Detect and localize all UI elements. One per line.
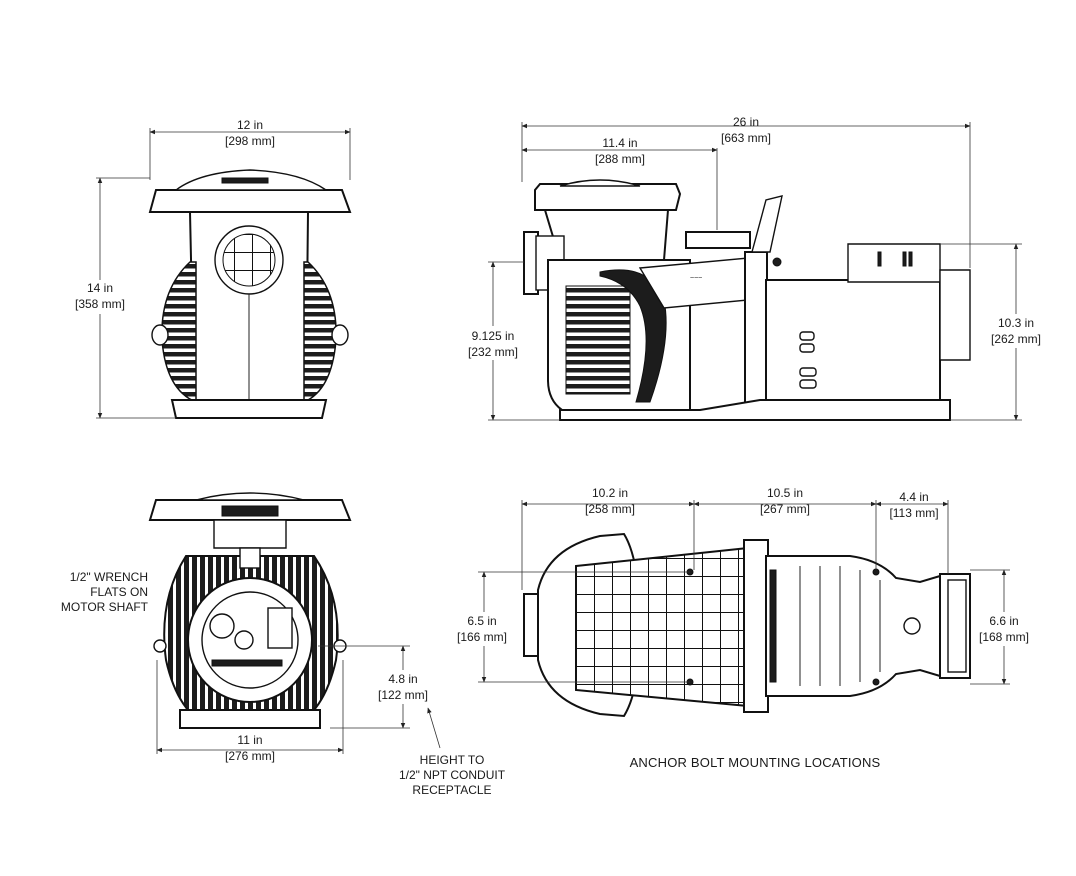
side-outlet-in: 11.4 in xyxy=(602,136,637,150)
bolt-spacing-1-in: 10.2 in xyxy=(592,486,628,500)
front-width-in: 12 in xyxy=(237,118,263,132)
end-offset-in: 4.4 in xyxy=(899,490,928,504)
right-width-mm: [168 mm] xyxy=(979,630,1029,644)
bolt-spacing-2-in: 10.5 in xyxy=(767,486,803,500)
front-view xyxy=(148,169,352,419)
bolt-spacing-1-mm: [258 mm] xyxy=(585,502,635,516)
bolt-spacing-2-mm: [267 mm] xyxy=(760,502,810,516)
end-offset-mm: [113 mm] xyxy=(889,506,938,520)
front-height-dimension: 14 in [358 mm] xyxy=(66,177,176,419)
front-height-in: 14 in xyxy=(87,281,113,295)
wrench-note-line-3: MOTOR SHAFT xyxy=(61,600,149,614)
rear-base-width-dimension: 11 in [276 mm] xyxy=(156,660,344,763)
bottom-view xyxy=(523,532,971,718)
wrench-note-line-2: FLATS ON xyxy=(90,585,148,599)
side-length-dimension: 26 in [663 mm] xyxy=(521,115,971,268)
wrench-note-line-1: 1/2" WRENCH xyxy=(70,570,148,584)
svg-text:~~~: ~~~ xyxy=(690,275,702,282)
side-motor-height-in: 10.3 in xyxy=(998,316,1034,330)
side-inlet-height-dimension: 9.125 in [232 mm] xyxy=(458,261,560,421)
anchor-bolt-caption: ANCHOR BOLT MOUNTING LOCATIONS xyxy=(630,755,881,770)
left-width-in: 6.5 in xyxy=(467,614,496,628)
side-outlet-dimension: 11.4 in [288 mm] xyxy=(521,136,718,230)
front-width-dimension: 12 in [298 mm] xyxy=(149,118,351,180)
rear-conduit-height-dimension: 4.8 in [122 mm] HEIGHT TO 1/2" NPT CONDU… xyxy=(318,645,506,797)
side-inlet-height-in: 9.125 in xyxy=(472,329,515,343)
left-width-mm: [166 mm] xyxy=(457,630,507,644)
bottom-left-width-dimension: 6.5 in [166 mm] xyxy=(450,571,690,683)
side-outlet-mm: [288 mm] xyxy=(595,152,645,166)
side-length-mm: [663 mm] xyxy=(721,131,771,145)
rear-wrench-note: 1/2" WRENCH FLATS ON MOTOR SHAFT xyxy=(61,570,149,614)
rear-width-mm: [276 mm] xyxy=(225,749,275,763)
front-height-mm: [358 mm] xyxy=(75,297,125,311)
conduit-note-line-3: RECEPTACLE xyxy=(412,783,491,797)
side-length-in: 26 in xyxy=(733,115,759,129)
conduit-note-line-1: HEIGHT TO xyxy=(420,753,485,767)
rear-conduit-in: 4.8 in xyxy=(388,672,417,686)
rear-width-in: 11 in xyxy=(237,733,262,747)
front-width-mm: [298 mm] xyxy=(225,134,275,148)
rear-view xyxy=(148,492,352,729)
right-width-in: 6.6 in xyxy=(989,614,1018,628)
side-motor-height-mm: [262 mm] xyxy=(991,332,1041,346)
side-motor-height-dimension: 10.3 in [262 mm] xyxy=(940,243,1048,421)
bottom-bolt-spacing-dimensions: 10.2 in [258 mm] 10.5 in [267 mm] 4.4 in… xyxy=(521,486,949,590)
side-inlet-height-mm: [232 mm] xyxy=(468,345,518,359)
bottom-right-width-dimension: 6.6 in [168 mm] xyxy=(970,569,1038,685)
conduit-note-line-2: 1/2" NPT CONDUIT xyxy=(399,768,506,782)
rear-conduit-mm: [122 mm] xyxy=(378,688,428,702)
side-view: ~~~ xyxy=(523,179,971,421)
